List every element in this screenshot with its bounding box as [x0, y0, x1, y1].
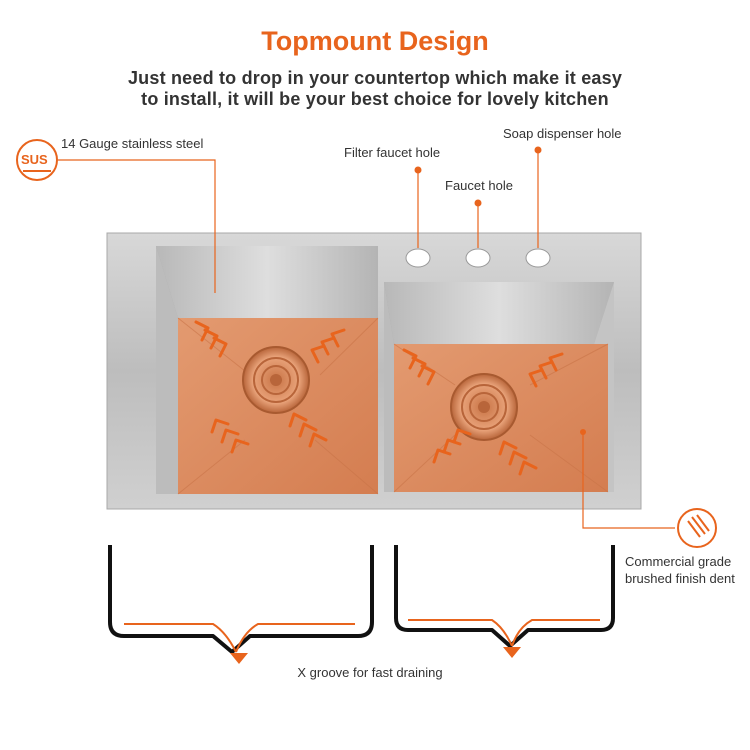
callout-lines [58, 150, 675, 529]
subtitle-line-2: to install, it will be your best choice … [141, 89, 609, 109]
faucet-hole [465, 248, 491, 268]
right-bowl [384, 282, 614, 493]
filter-faucet-hole [405, 248, 431, 268]
finish-label-line-2: brushed finish dent [625, 571, 735, 586]
left-groove-diagram [108, 545, 374, 664]
flow-arrows-icon [194, 320, 564, 476]
gauge-label: 14 Gauge stainless steel [61, 136, 204, 151]
finish-label-line-1: Commercial grade [625, 554, 732, 569]
filter-faucet-hole-label: Filter faucet hole [344, 145, 441, 160]
left-drain-icon [242, 346, 310, 414]
sus-badge-icon [16, 139, 58, 181]
faucet-holes [405, 248, 551, 268]
soap-dispenser-hole [525, 248, 551, 268]
soap-dispenser-hole-label: Soap dispenser hole [503, 126, 622, 141]
subtitle-line-1: Just need to drop in your countertop whi… [127, 68, 623, 88]
groove-label: X groove for fast draining [297, 665, 443, 680]
right-groove-diagram [394, 545, 615, 658]
sus-badge-text: SUS [21, 152, 48, 167]
right-drain-icon [450, 373, 518, 441]
callout-dots [414, 146, 586, 435]
brushed-finish-icon [677, 508, 717, 548]
drain-arrow-icon [230, 653, 248, 664]
faucet-hole-label: Faucet hole [445, 178, 513, 193]
page-title: Topmount Design [261, 26, 489, 56]
drain-arrow-icon [503, 647, 521, 658]
